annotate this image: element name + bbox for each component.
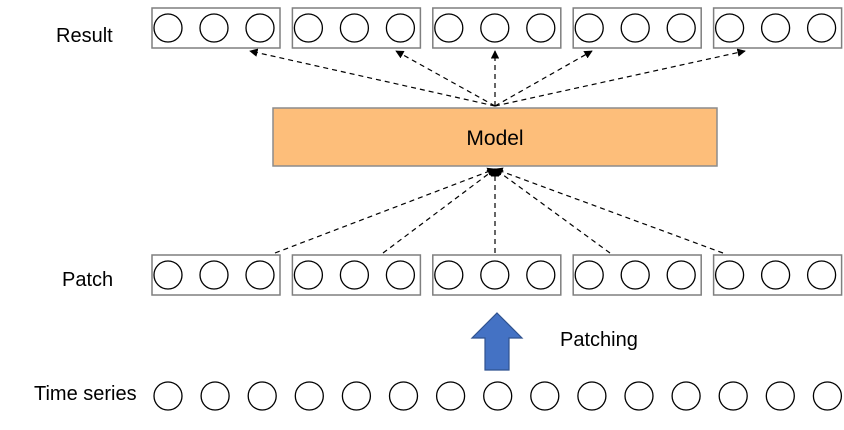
- dashed-arrow-in: [274, 167, 496, 254]
- time-series-circle: [294, 381, 324, 411]
- patch-circle: [153, 260, 183, 290]
- patching-arrow-icon: [470, 312, 524, 371]
- time-series-circle: [671, 381, 701, 411]
- time-series-circle: [718, 381, 748, 411]
- result-circle: [293, 13, 324, 43]
- time-series-circle: [624, 381, 654, 411]
- patch-circle: [666, 260, 696, 290]
- time-series-row: [153, 381, 843, 411]
- patch-circle: [339, 260, 370, 290]
- time-series-circle: [483, 381, 513, 411]
- patch-circle: [293, 260, 324, 290]
- result-circle: [620, 13, 650, 43]
- patch-circle: [574, 260, 604, 290]
- model-box: [272, 107, 718, 167]
- time-series-circle: [200, 381, 230, 411]
- time-series-circle: [765, 381, 795, 411]
- patch-circle: [526, 260, 556, 290]
- result-circle: [434, 13, 464, 43]
- dashed-arrow-out: [395, 50, 496, 107]
- result-circle: [339, 13, 370, 43]
- patch-circle: [620, 260, 650, 290]
- time-series-label: Time series: [34, 383, 137, 405]
- patch-row: [151, 254, 843, 296]
- dashed-arrow-out: [249, 48, 496, 107]
- patching-label: Patching: [560, 329, 638, 351]
- result-circle: [760, 13, 791, 43]
- dashed-arrow-out: [494, 50, 593, 107]
- result-circle: [714, 13, 745, 43]
- time-series-circle: [388, 381, 419, 411]
- result-circle: [199, 13, 229, 43]
- result-circle: [666, 13, 696, 43]
- patch-circle: [806, 260, 837, 290]
- model-to-result-arrows: [249, 48, 746, 107]
- result-circle: [153, 13, 183, 43]
- time-series-circle: [153, 381, 183, 411]
- dashed-arrow-in: [494, 168, 611, 254]
- time-series-circle: [435, 381, 466, 411]
- dashed-arrow-out: [494, 48, 746, 107]
- patch-label: Patch: [62, 269, 113, 291]
- result-label: Result: [56, 25, 113, 47]
- time-series-circle: [530, 381, 560, 411]
- result-circle: [574, 13, 604, 43]
- patch-to-model-arrows: [274, 167, 724, 254]
- time-series-circle: [247, 381, 277, 411]
- dashed-arrow-in: [494, 167, 724, 254]
- dashed-arrow-in: [382, 168, 496, 254]
- patch-circle: [714, 260, 745, 290]
- model-label: Model: [466, 127, 523, 150]
- result-circle: [526, 13, 556, 43]
- patch-circle: [760, 260, 791, 290]
- result-circle: [245, 13, 275, 43]
- patch-circle: [385, 260, 416, 290]
- result-circle: [480, 13, 510, 43]
- patch-circle: [245, 260, 275, 290]
- result-circle: [806, 13, 837, 43]
- patch-circle: [199, 260, 229, 290]
- time-series-circle: [341, 381, 372, 411]
- time-series-circle: [812, 381, 843, 411]
- patch-circle: [480, 260, 510, 290]
- result-row: [151, 7, 843, 49]
- result-circle: [385, 13, 416, 43]
- time-series-circle: [577, 381, 607, 411]
- patch-circle: [434, 260, 464, 290]
